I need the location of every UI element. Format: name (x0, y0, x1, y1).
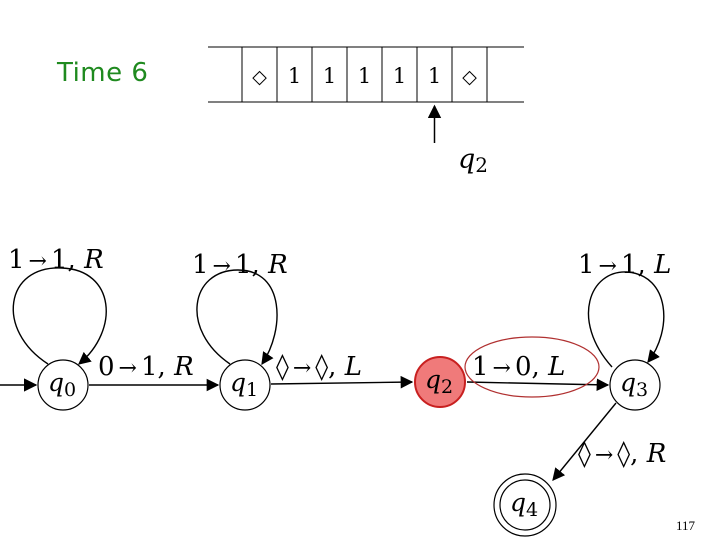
tape-cell: ◇ (252, 66, 267, 88)
transition-labels-layer: 1→1, R 1→1, R 1→1, L 0→1, R ◊→◊, L 1→0, L ◊→◊,… (8, 245, 671, 469)
transition-arrow-q2-q3 (466, 378, 610, 392)
state-circle (609, 359, 661, 411)
time-label: Time 6 (57, 58, 149, 88)
state-q3: q3 (609, 359, 661, 411)
transition-label-loop-q0: 1→1, R (8, 245, 104, 275)
state-q0: q0 (37, 359, 89, 411)
state-label: q0 (48, 368, 76, 401)
states-layer: q0 q1 q2 q3 q4 (37, 356, 661, 537)
tape-cell: 1 (358, 64, 371, 88)
transition-label-q1-q2: ◊→◊, L (276, 352, 362, 382)
state-label: q4 (510, 488, 538, 521)
transition-arrow-loop-q3 (587, 271, 665, 368)
tape-cell: 1 (288, 64, 301, 88)
state-q1: q1 (219, 359, 271, 411)
highlight-ellipse (464, 336, 600, 398)
transition-label-loop-q3: 1→1, L (578, 250, 671, 280)
transition-arrow-loop-q0 (12, 267, 107, 365)
state-circle (37, 359, 89, 411)
transition-label-q0-q1: 0→1, R (98, 352, 194, 382)
tape-cell: ◇ (462, 66, 477, 88)
state-q4: q4 (493, 473, 557, 537)
tape-head-state: q2 (458, 144, 488, 177)
transition-label-q3-q4: ◊→◊, R (578, 439, 666, 469)
tape-cell: 1 (428, 64, 441, 88)
state-circle (219, 359, 271, 411)
tape-cell: 1 (323, 64, 336, 88)
tape-cell: 1 (393, 64, 406, 88)
transition-label-loop-q1: 1→1, R (192, 250, 288, 280)
state-circle (414, 356, 466, 408)
state-q2: q2 (414, 356, 466, 408)
state-label: q2 (425, 365, 453, 398)
transition-arrow-q1-q2 (270, 375, 414, 389)
page-number: 117 (676, 518, 696, 533)
transition-arrow-loop-q1 (196, 269, 278, 366)
state-circle (499, 479, 551, 531)
transition-arrow-q3-q4 (552, 402, 617, 481)
transitions-layer (0, 267, 665, 481)
transition-label-q2-q3: 1→0, L (472, 352, 565, 382)
